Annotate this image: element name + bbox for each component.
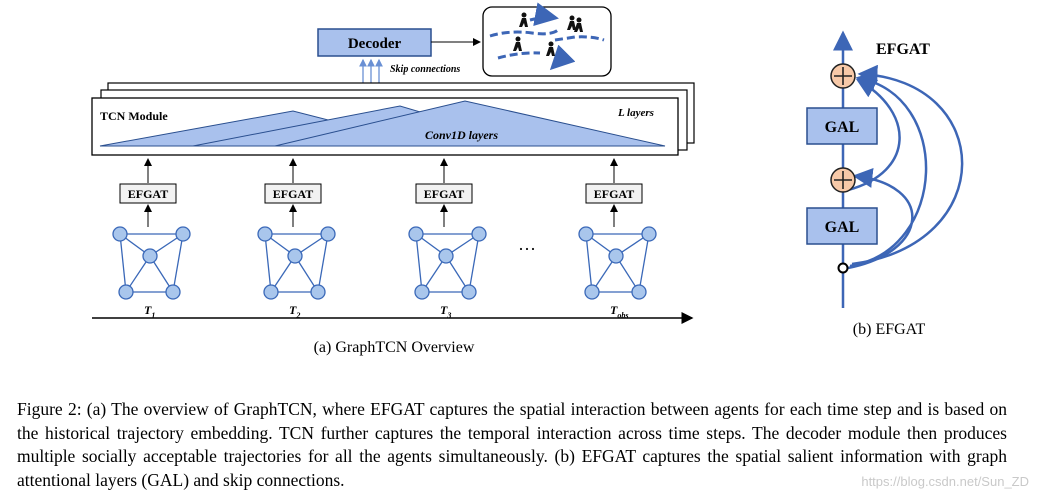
gal-label-bottom: GAL [825, 219, 860, 236]
graph-node [118, 284, 134, 300]
agent-graph [112, 226, 191, 300]
figure-diagram: Decoder Skip connections [91, 2, 964, 356]
skip-connections-label: Skip connections [390, 64, 460, 75]
graph-edge [415, 233, 423, 293]
plus-symbol-middle [834, 171, 852, 189]
graph-node [578, 226, 594, 242]
graph-edge [264, 233, 272, 293]
trajectory-image [482, 2, 612, 77]
efgat-box [264, 183, 322, 204]
graph-node [320, 226, 336, 242]
efgat-box-label: EFGAT [273, 187, 313, 201]
graph-node [287, 248, 303, 264]
graph-node [142, 248, 158, 264]
sub-caption-b: (b) EFGAT [853, 321, 926, 338]
time-step-label: Tobs [610, 303, 628, 320]
agent-graph [257, 226, 336, 300]
tcn-module-label: TCN Module [100, 109, 168, 123]
ellipsis: ··· [518, 239, 536, 259]
efgat-column-2: EFGAT T2 [257, 158, 336, 320]
gal-box-bottom [806, 207, 878, 245]
gal-box-top [806, 107, 878, 145]
efgat-box-label: EFGAT [128, 187, 168, 201]
watermark: https://blog.csdn.net/Sun_ZD [861, 474, 1029, 489]
graph-edge [119, 233, 127, 293]
conv1d-layers-label: Conv1D layers [425, 128, 498, 142]
graph-node [608, 248, 624, 264]
graph-edge [468, 233, 480, 293]
time-step-label: T1 [144, 303, 155, 320]
efgat-box [119, 183, 177, 204]
input-node [837, 262, 849, 274]
graph-edge [317, 233, 329, 293]
graph-node [112, 226, 128, 242]
efgat-column-3: EFGAT T3 [408, 158, 487, 320]
graph-node [584, 284, 600, 300]
graph-edge [585, 233, 593, 293]
efgat-column-1: EFGAT T1 [112, 158, 191, 320]
efgat-columns: EFGAT T1 EFGAT T2 EFGAT T3 EFGAT Tobs [112, 158, 657, 320]
graph-edge [172, 233, 184, 293]
graph-node [414, 284, 430, 300]
time-step-label: T3 [440, 303, 451, 320]
graph-node [408, 226, 424, 242]
graph-edge [638, 233, 650, 293]
efgat-box-label: EFGAT [424, 187, 464, 201]
graph-node [641, 226, 657, 242]
graph-node [165, 284, 181, 300]
figure-caption: Figure 2: (a) The overview of GraphTCN, … [17, 399, 1007, 490]
graph-node [263, 284, 279, 300]
efgat-box [585, 183, 643, 204]
graph-node [175, 226, 191, 242]
plus-symbol-top [834, 67, 852, 85]
efgat-column-4: EFGAT Tobs [578, 158, 657, 320]
graph-node [310, 284, 326, 300]
l-layers-label: L layers [617, 107, 654, 119]
graph-node [631, 284, 647, 300]
sub-caption-a: (a) GraphTCN Overview [314, 339, 475, 356]
efgat-box-label: EFGAT [594, 187, 634, 201]
graph-node [438, 248, 454, 264]
graph-node [257, 226, 273, 242]
time-step-label: T2 [289, 303, 300, 320]
graph-node [461, 284, 477, 300]
tcn-module-stack [91, 82, 695, 156]
efgat-detail [806, 30, 964, 308]
decoder-box: Decoder [317, 28, 432, 57]
gal-label-top: GAL [825, 119, 860, 136]
efgat-box [415, 183, 473, 204]
agent-graph [578, 226, 657, 300]
graph-node [471, 226, 487, 242]
decoder-label: Decoder [348, 36, 402, 52]
agent-graph [408, 226, 487, 300]
efgat-title: EFGAT [876, 41, 930, 58]
